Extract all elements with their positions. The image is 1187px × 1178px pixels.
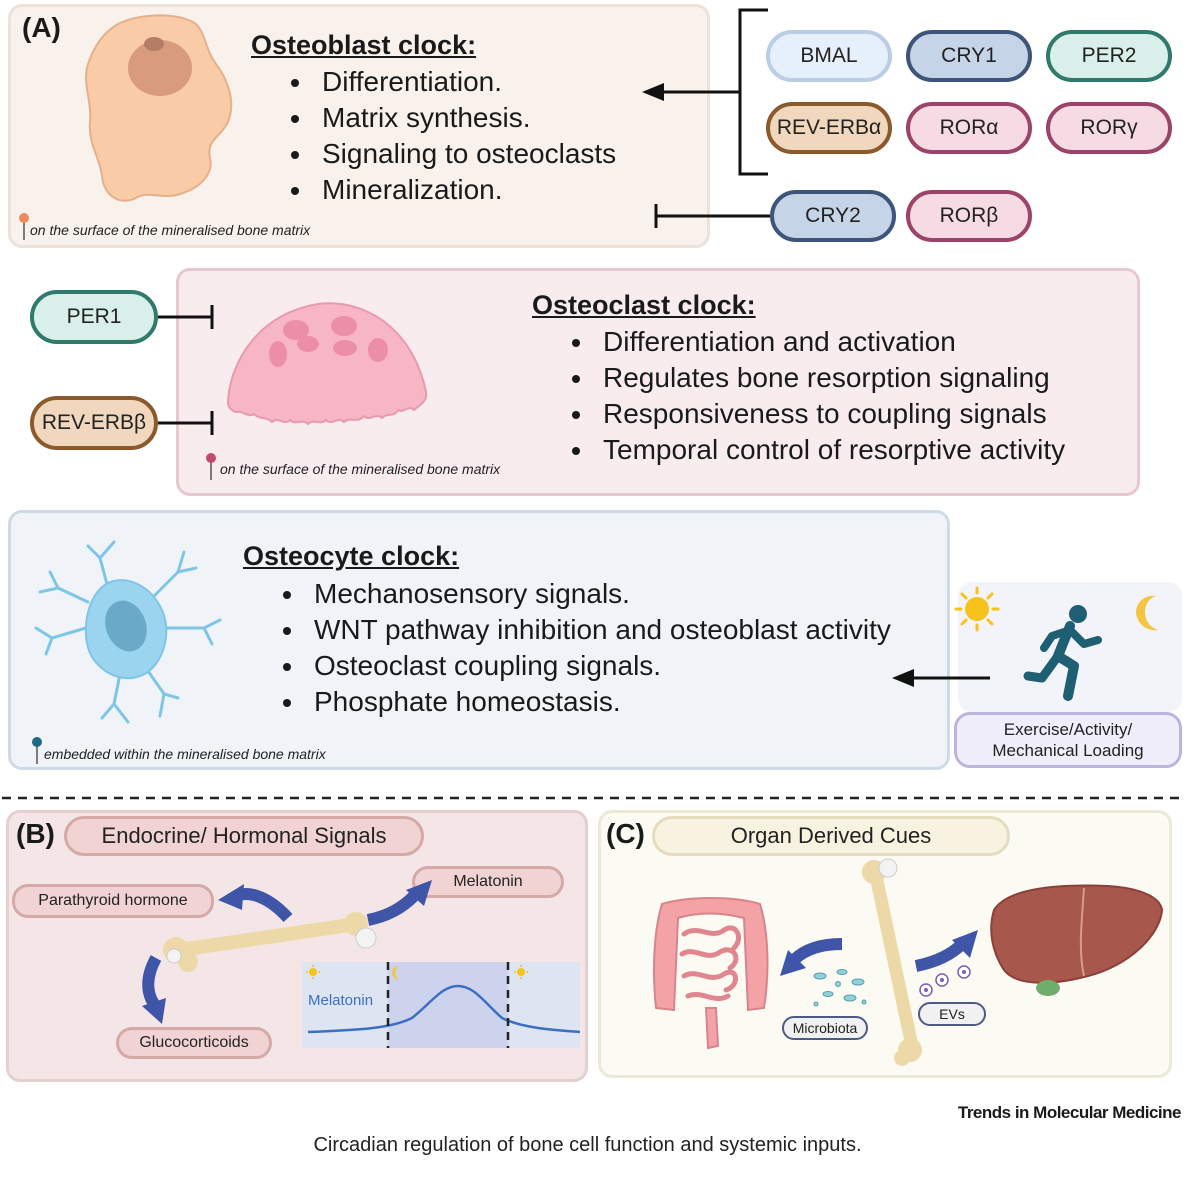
panel-a-label: (A) [22,12,61,43]
evs-tag-text: EVs [939,1006,965,1022]
osteoclast-cell-icon [226,302,428,426]
journal-name: Trends in Molecular Medicine [957,1103,1182,1122]
vesicles-icon [919,965,971,997]
osteoclast-bullet: Temporal control of resorptive activity [595,432,1065,468]
osteoclast-bullet: Regulates bone resorption signaling [595,360,1065,396]
location-pin-icon [206,453,216,480]
osteoclast-bullets: Differentiation and activation Regulates… [561,324,1065,468]
melatonin-tag-text: Melatonin [453,873,523,890]
location-pin-icon [32,737,42,764]
bone-icon [862,858,922,1066]
osteoblast-bullet: Mineralization. [314,172,616,208]
exercise-label-text: Exercise/Activity/ Mechanical Loading [992,720,1144,760]
panel-c-title-text: Organ Derived Cues [730,823,932,848]
osteoblast-title-text: Osteoblast clock: [251,30,477,60]
osteoblast-connectors [642,8,770,228]
microbiota-icon [813,969,867,1007]
location-pin-icon [19,213,29,240]
osteoclast-bullet: Differentiation and activation [595,324,1065,360]
sun-icon [514,965,528,979]
glucocorticoids-tag: Glucocorticoids [116,1027,272,1059]
osteoblast-bullet: Differentiation. [314,64,616,100]
osteoblast-cell-icon [85,14,233,202]
gene-rorg: RORγ [1046,102,1172,154]
osteoclast-title: Osteoclast clock: [532,290,756,321]
glucocorticoids-tag-text: Glucocorticoids [139,1034,249,1051]
gene-rev-erba: REV-ERBα [766,102,892,154]
gene-rev-erbb: REV-ERBβ [30,396,158,450]
femur-bone-icon [163,912,377,972]
gene-cry2: CRY2 [770,190,896,242]
moon-icon [392,966,400,980]
exercise-label: Exercise/Activity/ Mechanical Loading [954,712,1182,768]
section-divider [2,796,1185,800]
gene-per1: PER1 [30,290,158,344]
sun-icon [954,586,1000,632]
moon-icon [1136,595,1158,631]
organ-arrows [780,930,978,976]
figure-caption: Circadian regulation of bone cell functi… [313,1134,862,1156]
panel-c-title: Organ Derived Cues [652,816,1010,856]
osteocyte-location-note: embedded within the mineralised bone mat… [44,746,326,762]
osteocyte-bullet: WNT pathway inhibition and osteoblast ac… [306,612,891,648]
osteocyte-bullet: Phosphate homeostasis. [306,684,891,720]
melatonin-graph-label: Melatonin [308,992,374,1009]
melatonin-tag: Melatonin [412,866,564,898]
gene-rora: RORα [906,102,1032,154]
panel-c-label: (C) [606,818,645,849]
gene-bmal: BMAL [766,30,892,82]
panel-b-title-text: Endocrine/ Hormonal Signals [101,823,387,848]
sun-icon [306,965,320,979]
panel-b-label: (B) [16,818,55,849]
parathyroid-tag-text: Parathyroid hormone [38,892,188,909]
osteocyte-bullets: Mechanosensory signals. WNT pathway inhi… [272,576,891,720]
gene-rorb: RORβ [906,190,1032,242]
osteoclast-location-note: on the surface of the mineralised bone m… [220,461,501,477]
osteoclast-inhibition-connectors [158,305,214,435]
osteoblast-bullet: Signaling to osteoclasts [314,136,616,172]
osteocyte-title-text: Osteocyte clock: [243,541,460,571]
gene-cry1: CRY1 [906,30,1032,82]
osteoblast-title: Osteoblast clock: [251,30,476,61]
osteoclast-title-text: Osteoclast clock: [532,290,756,320]
osteocyte-bullet: Mechanosensory signals. [306,576,891,612]
osteoblast-bullets: Differentiation. Matrix synthesis. Signa… [280,64,616,208]
osteoblast-bullet: Matrix synthesis. [314,100,616,136]
osteoblast-location-note: on the surface of the mineralised bone m… [30,222,311,238]
gene-per2: PER2 [1046,30,1172,82]
panel-b-title: Endocrine/ Hormonal Signals [64,816,424,856]
osteocyte-cell-icon [34,540,222,724]
evs-tag: EVs [918,1002,986,1026]
exercise-arrow [892,669,990,687]
hormone-arrows [142,880,432,1024]
intestine-icon [653,897,769,1050]
microbiota-tag-text: Microbiota [792,1020,858,1036]
liver-icon [990,884,1164,996]
melatonin-curve [307,962,581,1048]
osteocyte-bullet: Osteoclast coupling signals. [306,648,891,684]
microbiota-tag: Microbiota [782,1016,868,1040]
parathyroid-tag: Parathyroid hormone [12,884,214,918]
osteocyte-title: Osteocyte clock: [243,541,459,572]
osteoclast-bullet: Responsiveness to coupling signals [595,396,1065,432]
running-person-icon [1023,605,1102,701]
